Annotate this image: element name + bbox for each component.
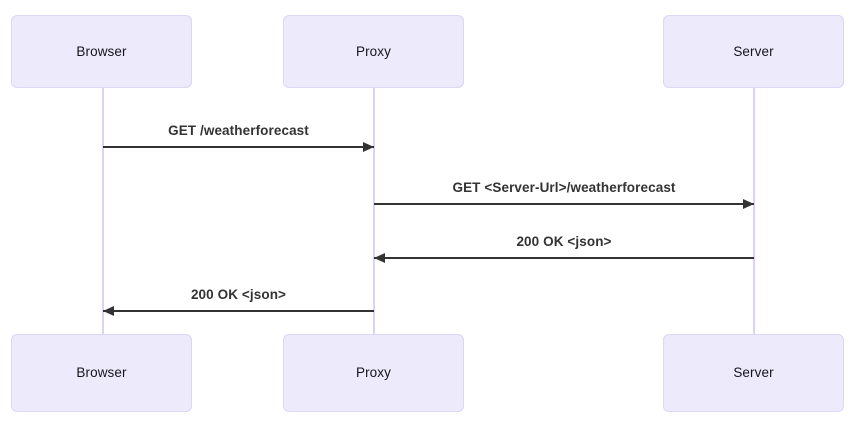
lifeline-browser (102, 88, 104, 334)
participant-box-proxy-top[interactable]: Proxy (283, 15, 464, 88)
message-label-4: 200 OK <json> (190, 286, 287, 302)
arrowhead-right-2 (743, 199, 754, 209)
message-label-2: GET <Server-Url>/weatherforecast (452, 179, 676, 195)
participant-box-browser-bottom[interactable]: Browser (11, 334, 192, 412)
arrowhead-left-3 (374, 253, 385, 263)
participant-box-server-top[interactable]: Server (663, 15, 844, 88)
participant-label-proxy: Proxy (355, 365, 391, 381)
lifeline-proxy (373, 88, 375, 334)
message-line-2 (374, 203, 754, 205)
participant-label-browser: Browser (76, 365, 127, 381)
participant-label-browser: Browser (76, 43, 127, 59)
arrowhead-left-4 (103, 306, 114, 316)
message-line-4 (103, 310, 374, 312)
participant-box-server-bottom[interactable]: Server (663, 334, 844, 412)
participant-label-server: Server (733, 43, 774, 59)
message-label-3: 200 OK <json> (516, 233, 612, 249)
participant-box-proxy-bottom[interactable]: Proxy (283, 334, 464, 412)
participant-box-browser-top[interactable]: Browser (11, 15, 192, 88)
participant-label-proxy: Proxy (355, 43, 391, 59)
participant-label-server: Server (733, 365, 774, 381)
arrowhead-right-1 (363, 142, 374, 152)
message-line-3 (374, 257, 754, 259)
lifeline-server (753, 88, 755, 334)
message-line-1 (103, 146, 374, 148)
message-label-1: GET /weatherforecast (168, 122, 309, 138)
